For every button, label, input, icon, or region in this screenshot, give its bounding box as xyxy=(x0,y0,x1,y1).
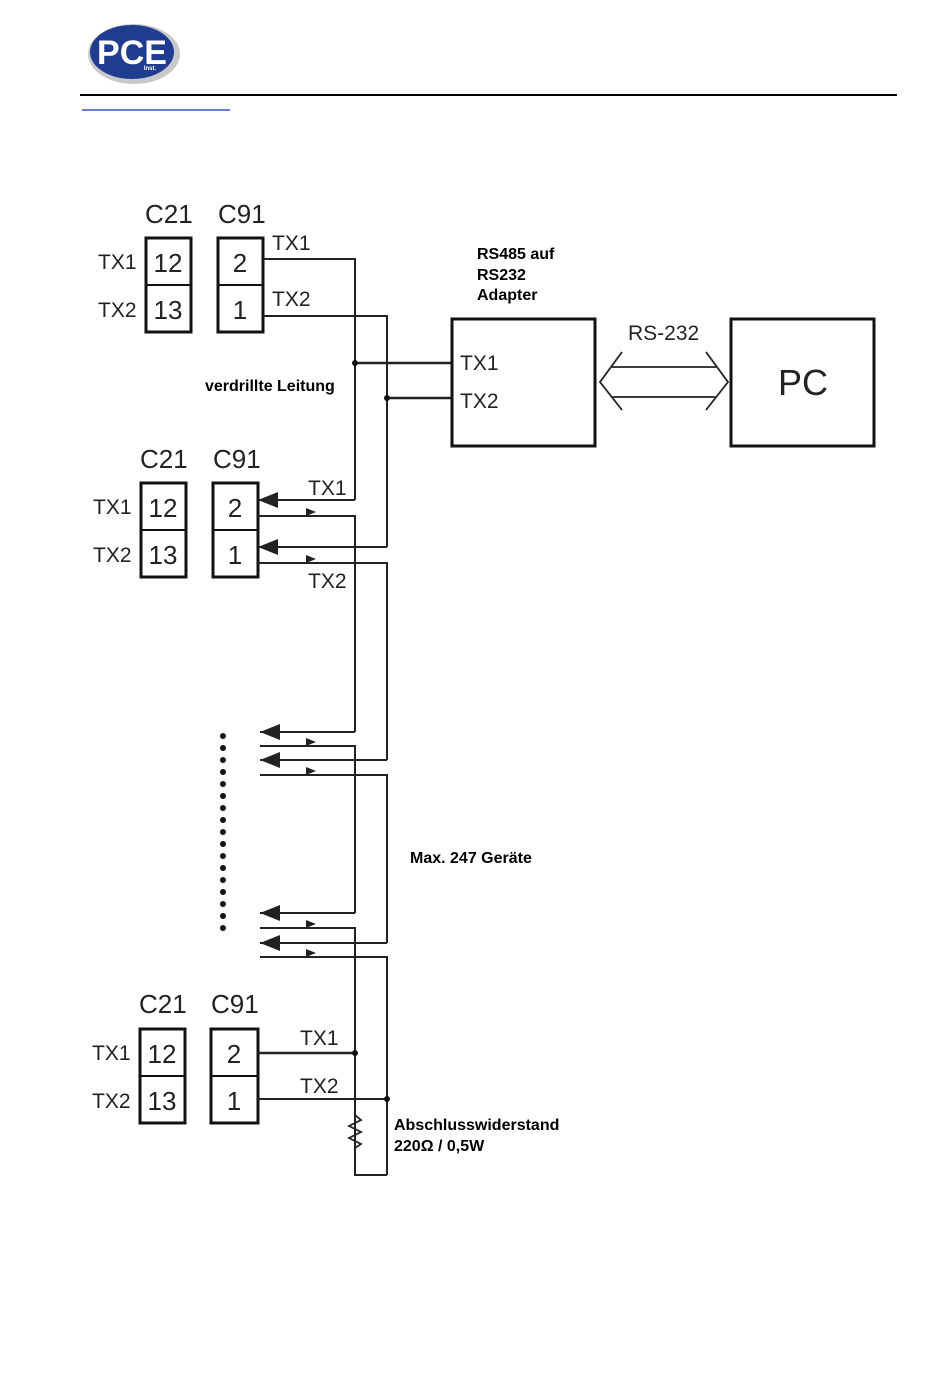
tx1-side-label: TX1 xyxy=(98,251,137,274)
terminator-label-line1: Abschlusswiderstand xyxy=(394,1117,559,1134)
c91-label: C91 xyxy=(218,199,266,229)
tx1-side-label: TX1 xyxy=(93,496,132,519)
junction-dots xyxy=(352,360,390,1102)
c21-label: C21 xyxy=(139,989,187,1019)
adapter-caption-line1: RS485 auf xyxy=(477,246,555,263)
twisted-pair-label: verdrillte Leitung xyxy=(205,378,335,395)
device-group-1: C21 C91 TX1 TX2 12 13 2 1 TX1 TX2 xyxy=(98,199,311,332)
c91-terminal-top: 2 xyxy=(228,493,242,523)
adapter-caption-line3: Adapter xyxy=(477,287,537,304)
adapter-tx1-label: TX1 xyxy=(460,352,499,375)
c21-terminal-top: 12 xyxy=(149,493,178,523)
logo-sub: Inst. xyxy=(144,66,157,72)
rs485-rs232-adapter: RS485 auf RS232 Adapter TX1 TX2 xyxy=(452,246,595,446)
logo-text: PCE xyxy=(97,34,167,72)
c91-terminal-top: 2 xyxy=(227,1039,241,1069)
wire-tx2-label: TX2 xyxy=(272,288,311,311)
wire-tx1-label: TX1 xyxy=(272,232,311,255)
c21-terminal-bottom: 13 xyxy=(154,295,183,325)
c91-label: C91 xyxy=(211,989,259,1019)
adapter-box xyxy=(452,319,595,446)
c91-terminal-bottom: 1 xyxy=(227,1086,241,1116)
wire-tx1-label: TX1 xyxy=(300,1027,339,1050)
wire-tx1-label: TX1 xyxy=(308,477,347,500)
tx2-side-label: TX2 xyxy=(98,299,137,322)
terminator-label-line2: 220Ω / 0,5W xyxy=(394,1138,485,1155)
wire-tx2-label: TX2 xyxy=(300,1075,339,1098)
tx2-side-label: TX2 xyxy=(93,544,132,567)
c21-terminal-top: 12 xyxy=(148,1039,177,1069)
pc-box: PC xyxy=(731,319,874,446)
c91-terminal-top: 2 xyxy=(233,248,247,278)
c21-label: C21 xyxy=(145,199,193,229)
tx2-side-label: TX2 xyxy=(92,1090,131,1113)
max-devices-label: Max. 247 Geräte xyxy=(410,850,532,867)
c21-terminal-bottom: 13 xyxy=(148,1086,177,1116)
rs232-label: RS-232 xyxy=(628,322,699,345)
c21-terminal-bottom: 13 xyxy=(149,540,178,570)
c91-terminal-bottom: 1 xyxy=(233,295,247,325)
bus-wiring xyxy=(258,259,452,1175)
c21-terminal-top: 12 xyxy=(154,248,183,278)
device-group-3: C21 C91 TX1 TX2 12 13 2 1 TX1 TX2 xyxy=(92,989,339,1123)
device-group-2: C21 C91 TX1 TX2 12 13 2 1 TX1 TX2 xyxy=(93,444,347,593)
c21-label: C21 xyxy=(140,444,188,474)
pce-logo: PCE Inst. xyxy=(88,24,180,84)
continuation-dots xyxy=(220,733,226,931)
c91-terminal-bottom: 1 xyxy=(228,540,242,570)
adapter-tx2-label: TX2 xyxy=(460,390,499,413)
rs232-link: RS-232 xyxy=(600,322,728,410)
wire-tx2-label: TX2 xyxy=(308,570,347,593)
adapter-caption-line2: RS232 xyxy=(477,267,526,284)
c91-label: C91 xyxy=(213,444,261,474)
tx1-side-label: TX1 xyxy=(92,1042,131,1065)
pc-label: PC xyxy=(778,362,828,403)
